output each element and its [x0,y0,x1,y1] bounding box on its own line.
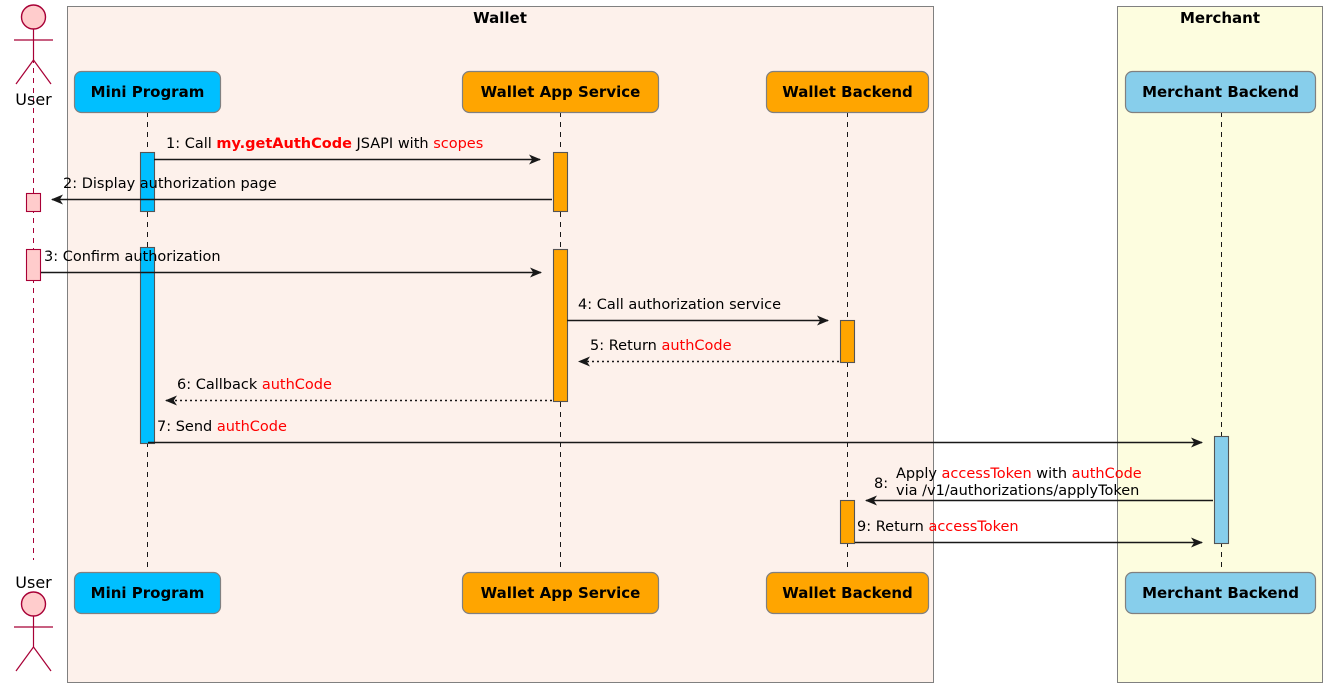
participant-box-wallet-app-service-top[interactable] [461,70,660,114]
activation-user-1 [25,192,42,213]
message-1-label: 1: Call my.getAuthCode JSAPI with scopes [166,136,483,152]
message-9-label: 9: Return accessToken [857,519,1019,535]
activation-wallet-backend-2 [839,499,856,545]
actor-label-user-bottom: User [15,573,52,592]
activation-user-2 [25,248,42,282]
participant-label-mini-program-bottom: Mini Program [91,584,205,602]
actor-right-leg-line [33,59,52,85]
activation-mini-program-1 [139,151,156,213]
actor-label-user-top: User [15,90,52,109]
message-7[interactable]: 7: Send authCode [148,419,1203,448]
message-1[interactable]: 1: Call my.getAuthCode JSAPI with scopes [154,136,541,165]
message-3[interactable]: 3: Confirm authorization [41,249,542,278]
participant-label-merchant-backend-top: Merchant Backend [1142,83,1299,101]
activation-wallet-app-service-1 [552,151,569,213]
message-2[interactable]: 2: Display authorization page [51,176,552,205]
participant-label-wallet-app-service-bottom: Wallet App Service [481,584,641,602]
actor-right-leg-line-bottom [33,646,52,672]
messages: 1: Call my.getAuthCode JSAPI with scopes… [41,136,1213,548]
actor-left-leg-line-bottom [15,646,34,672]
activation-merchant-backend-1 [1213,435,1230,545]
participant-box-merchant-backend-top[interactable] [1124,70,1317,114]
message-5-label: 5: Return authCode [590,338,732,354]
participant-label-wallet-app-service-top: Wallet App Service [481,83,641,101]
activation-mini-program-2 [139,246,156,445]
actor-head-icon [20,4,47,30]
group-box-merchant [1117,6,1323,683]
message-8[interactable]: 8: Apply accessToken with authCode via /… [865,466,1213,506]
actor-left-leg-line [15,59,34,85]
actor-head-icon-bottom [20,591,47,617]
group-box-wallet [67,6,934,683]
actor-user-top: User [14,4,53,109]
message-2-label: 2: Display authorization page [63,176,277,192]
actor-user-bottom: User [14,573,53,672]
participant-label-wallet-backend-top: Wallet Backend [782,83,913,101]
message-8-label-line2: via /v1/authorizations/applyToken [896,483,1139,499]
participant-box-merchant-backend-bottom[interactable] [1124,571,1317,615]
group-title-wallet: Wallet [473,9,527,27]
participant-box-wallet-app-service-bottom[interactable] [461,571,660,615]
participant-label-merchant-backend-bottom: Merchant Backend [1142,584,1299,602]
message-7-label: 7: Send authCode [157,419,287,435]
message-3-label: 3: Confirm authorization [44,249,221,265]
message-6[interactable]: 6: Callback authCode [165,377,552,406]
activation-wallet-app-service-2 [552,248,569,403]
message-9[interactable]: 9: Return accessToken [855,519,1203,548]
participant-boxes-top: Mini Program Wallet App Service Wallet B… [73,70,1317,114]
message-4-label: 4: Call authorization service [578,297,781,313]
participant-boxes-bottom: Mini Program Wallet App Service Wallet B… [73,571,1317,615]
participant-box-wallet-backend-top[interactable] [765,70,930,114]
participant-box-mini-program-top[interactable] [73,70,222,114]
participant-box-wallet-backend-bottom[interactable] [765,571,930,615]
message-8-label-line1: Apply accessToken with authCode [896,466,1142,482]
group-title-merchant: Merchant [1180,9,1260,27]
activation-wallet-backend-1 [839,319,856,364]
activation-bars [25,151,1230,545]
message-4[interactable]: 4: Call authorization service [567,297,829,326]
participant-box-mini-program-bottom[interactable] [73,571,222,615]
message-6-label: 6: Callback authCode [177,377,332,393]
participant-label-mini-program-top: Mini Program [91,83,205,101]
message-5[interactable]: 5: Return authCode [578,338,839,367]
participant-label-wallet-backend-bottom: Wallet Backend [782,584,913,602]
group-frames: Wallet Merchant [67,6,1323,683]
message-8-number: 8: [874,476,888,492]
